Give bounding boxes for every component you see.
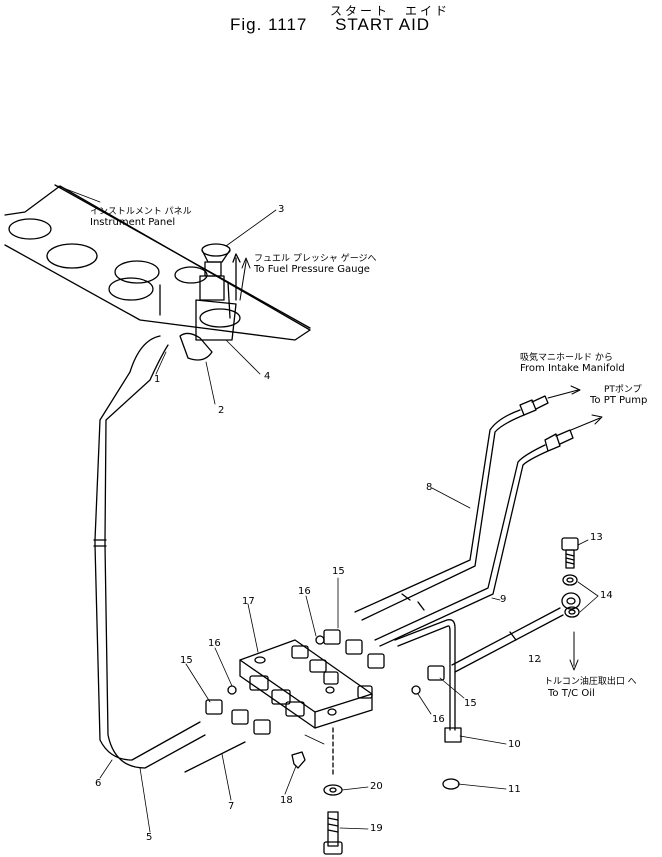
part-number-1: 1 [154,374,161,385]
instrument-panel-label-en: Instrument Panel [90,217,176,228]
part-number-12: 12 [528,654,541,665]
instrument-panel [4,184,311,341]
tc-oil-label-jp: トルコン油圧取出口 へ [544,677,637,687]
part-number-15-right: 15 [464,698,477,709]
figure-number: Fig. 1117 [230,15,308,34]
part-number-11: 11 [508,784,521,795]
instrument-panel-label-jp: インストルメント パネル [90,207,192,217]
banjo-bolt-13 [561,537,579,569]
start-aid-valve [179,243,241,361]
part-number-16-right: 16 [432,714,445,725]
part-number-16-top: 16 [298,586,311,597]
fuel-gauge-label-jp: フュエル プレッシャ ゲージへ [254,254,377,264]
nut-11 [442,778,460,790]
part-number-13: 13 [590,532,603,543]
part-number-18: 18 [280,795,293,806]
part-number-10: 10 [508,739,521,750]
part-number-4: 4 [264,371,271,382]
part-number-5: 5 [146,832,153,843]
washers-14 [562,574,580,618]
intake-label-en: From Intake Manifold [520,363,625,374]
part-number-16-left: 16 [208,638,221,649]
part-number-14: 14 [600,590,613,601]
part-number-15-left: 15 [180,655,193,666]
part-number-2: 2 [218,405,225,416]
pt-pump-label-en: To PT Pump [590,395,648,406]
manifold-block-17 [239,639,373,729]
tube-12 [451,592,581,673]
part-number-6: 6 [95,778,102,789]
leader-lines [57,185,599,833]
part-number-15-top: 15 [332,566,345,577]
pt-pump-label-jp: PTポンプ [604,385,642,395]
tube-8-9 [354,395,574,647]
fittings [205,629,445,769]
part-number-7: 7 [228,801,235,812]
intake-label-jp: 吸気マニホールド から [520,353,613,363]
part-number-17: 17 [242,596,255,607]
tc-oil-label-en: To T/C Oil [548,688,595,699]
tube-5-6 [93,335,206,769]
fuel-gauge-label-en: To Fuel Pressure Gauge [254,264,370,275]
figure-name: START AID [335,15,431,34]
flow-arrows [239,257,603,671]
bolt-19 [323,727,343,855]
part-number-19: 19 [370,823,383,834]
tube-7 [184,741,246,773]
figure-title: Fig. 1117 START AID [230,15,430,35]
part-number-20: 20 [370,781,383,792]
tube-10 [394,619,462,743]
part-number-3: 3 [278,204,285,215]
part-number-9: 9 [500,594,507,605]
title-japanese: スタート エイド [330,4,451,18]
part-number-8: 8 [426,482,433,493]
